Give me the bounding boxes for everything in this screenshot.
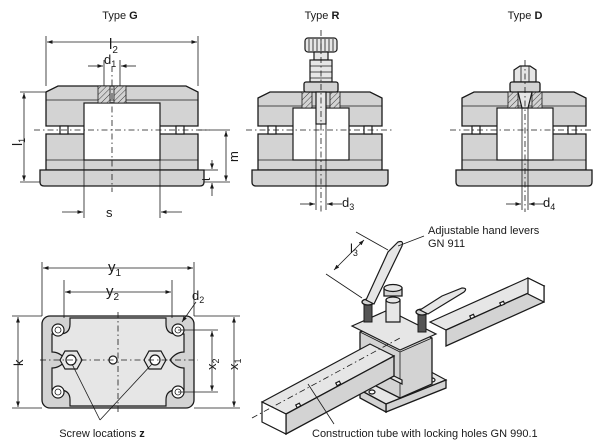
- dim-t: t: [199, 177, 213, 181]
- dim-d2: d2: [192, 288, 204, 305]
- screw-locations-label: Screw locations z: [59, 428, 145, 440]
- dim-l2: l2: [109, 36, 118, 56]
- dim-s: s: [106, 205, 113, 220]
- dim-d4: d4: [543, 195, 555, 212]
- type-d-view: Type D d4: [450, 10, 593, 212]
- hand-levers-label: Adjustable hand levers: [428, 225, 540, 237]
- hand-levers-code: GN 911: [428, 238, 465, 250]
- type-g-label: Type G: [102, 10, 137, 22]
- type-r-label: Type R: [305, 10, 340, 22]
- dim-l1: l1: [9, 138, 27, 146]
- dim-l3: l3: [350, 241, 358, 258]
- dim-x1: x1: [226, 358, 243, 370]
- type-g-view: Type G l2 d1 l1: [9, 10, 241, 220]
- isometric-view: l3 Adjustable hand levers GN 911 Constru…: [251, 225, 546, 440]
- top-view: y1 y2 d2 k x2 x1 Screw locations z: [11, 259, 243, 440]
- dim-m: m: [226, 151, 241, 162]
- type-d-label: Type D: [508, 10, 543, 22]
- type-r-view: Type R d3: [246, 10, 394, 212]
- dim-k: k: [11, 359, 26, 366]
- dim-d1: d1: [104, 52, 116, 69]
- construction-tube-label: Construction tube with locking holes GN …: [312, 428, 538, 440]
- dim-y2: y2: [106, 283, 120, 303]
- dim-y1: y1: [108, 259, 122, 279]
- dim-d3: d3: [342, 195, 354, 212]
- dim-x2: x2: [204, 358, 221, 370]
